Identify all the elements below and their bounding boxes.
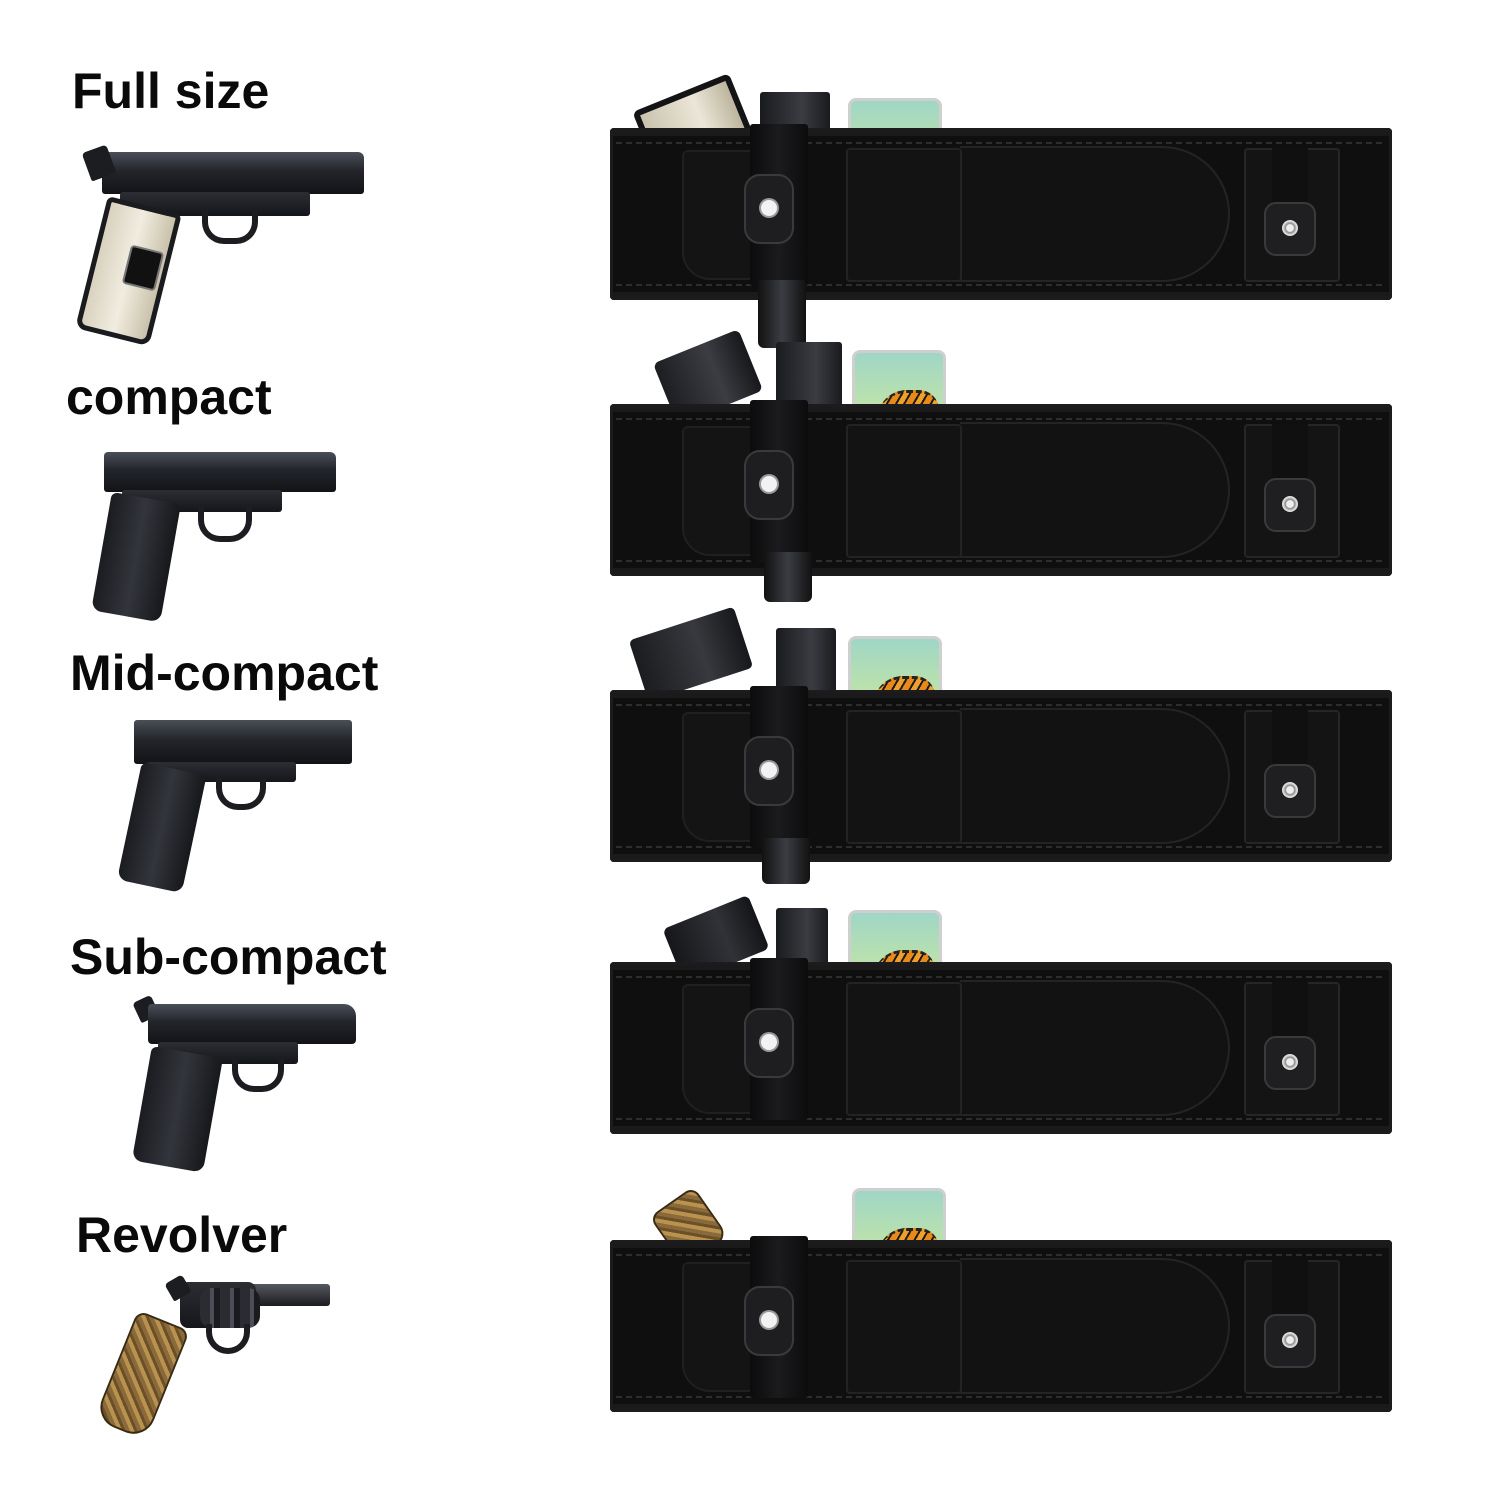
velcro-closure [960,708,1230,844]
pistol-1911-icon [75,144,370,347]
revolver-icon [93,1274,332,1441]
mag-snap-icon [1264,1036,1316,1090]
holstered-glock [628,606,836,702]
pistol-glock-icon [116,716,354,894]
phone-pocket [846,148,962,282]
belly-band-holster-5 [610,1236,1392,1412]
gun-muzzle [758,280,806,348]
belly-band-holster-4 [610,958,1392,1134]
gun-muzzle [762,838,810,884]
label-sub-compact: Sub-compact [70,929,387,985]
snap-button-icon [744,450,794,520]
phone-pocket [846,1260,962,1394]
label-revolver: Revolver [76,1207,288,1263]
velcro-closure [960,146,1230,282]
mag-snap-icon [1264,478,1316,532]
snap-button-icon [744,1286,794,1356]
velcro-closure [960,422,1230,558]
mag-snap-icon [1264,202,1316,256]
belly-band-holster-3 [610,686,1392,862]
snap-button-icon [744,736,794,806]
belly-band-holster-2 [610,400,1392,576]
mag-snap-icon [1264,1314,1316,1368]
velcro-closure [960,980,1230,1116]
label-compact: compact [66,369,272,425]
phone-pocket [846,424,962,558]
label-mid-compact: Mid-compact [70,645,379,701]
phone-pocket [846,982,962,1116]
snap-button-icon [744,174,794,244]
gun-muzzle [764,552,812,602]
snap-button-icon [744,1008,794,1078]
phone-pocket [846,710,962,844]
pistol-ppk-icon [131,994,360,1173]
velcro-closure [960,1258,1230,1394]
label-full-size: Full size [72,63,270,119]
belly-band-holster-1 [610,124,1392,300]
pistol-compact-icon [91,448,340,623]
mag-snap-icon [1264,764,1316,818]
